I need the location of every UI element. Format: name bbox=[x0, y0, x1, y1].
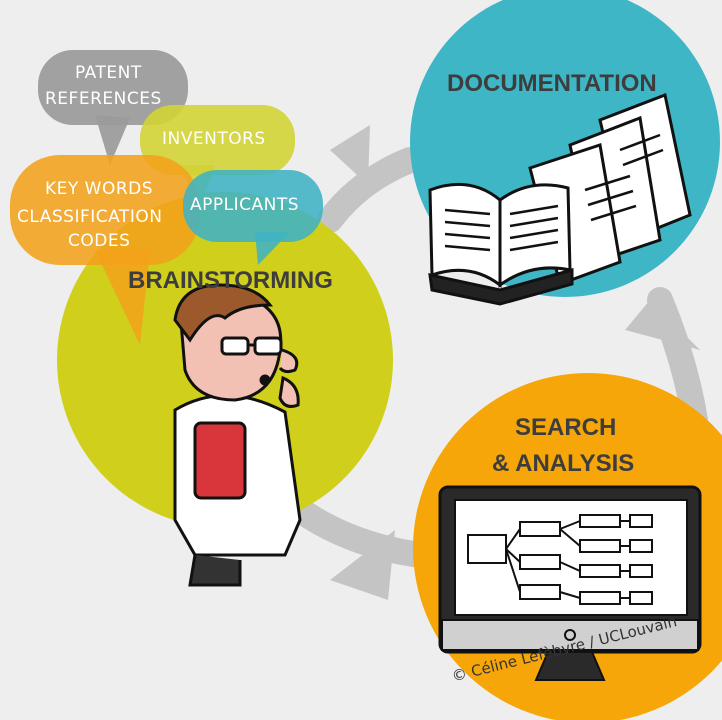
search-label-line2: & ANALYSIS bbox=[492, 450, 635, 477]
computer-monitor-icon bbox=[438, 485, 702, 681]
arrow-brainstorming-to-search bbox=[287, 497, 433, 568]
book-lines bbox=[444, 133, 664, 252]
inventors-label: Inventors bbox=[162, 129, 266, 149]
brainstorming-label: BRAINSTORMING bbox=[128, 267, 333, 294]
arrowhead-right bbox=[625, 300, 700, 350]
researcher-figure bbox=[173, 283, 302, 587]
cycle-arrows bbox=[287, 147, 708, 568]
search-label-line1: SEARCH bbox=[515, 414, 617, 441]
arrow-search-to-documentation bbox=[647, 287, 708, 433]
documentation-label: DOCUMENTATION bbox=[447, 70, 657, 97]
classification-label-line2: codes bbox=[68, 231, 131, 251]
keywords-bubble bbox=[10, 155, 200, 345]
arrow-documentation-to-brainstorming bbox=[317, 147, 423, 233]
patent-label-line1: Patent bbox=[75, 63, 142, 83]
keywords-label: Key words bbox=[45, 179, 154, 199]
applicants-bubble bbox=[183, 170, 323, 265]
patent-label-line2: references bbox=[45, 89, 162, 109]
arrowhead-top bbox=[330, 125, 370, 185]
patent-bubble bbox=[38, 50, 188, 165]
applicants-label: Applicants bbox=[190, 195, 300, 215]
arrow-heads bbox=[330, 125, 700, 600]
classification-label-line1: Classification bbox=[17, 207, 163, 227]
arrowhead-bottom bbox=[330, 530, 395, 600]
